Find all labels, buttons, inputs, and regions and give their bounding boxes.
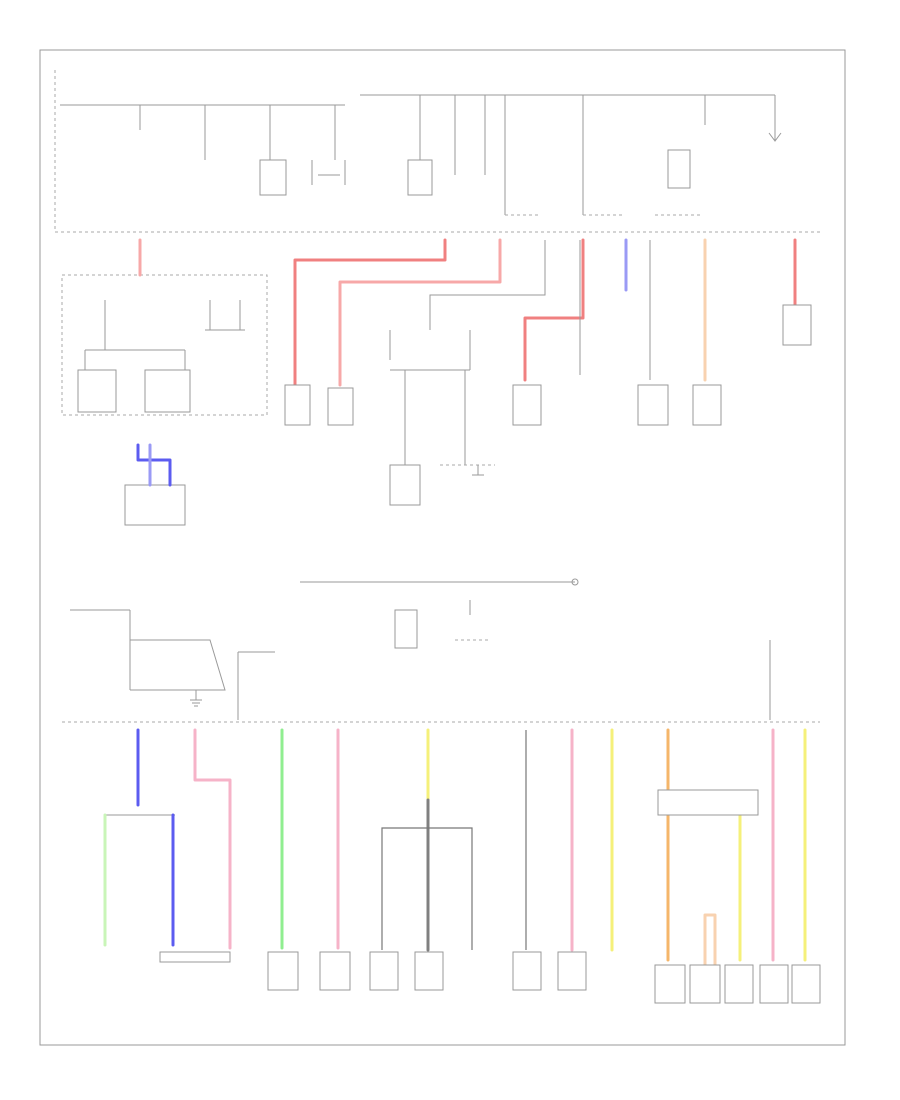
- component-box: [159, 951, 231, 963]
- wire-blue: [136, 443, 172, 487]
- relay-box: [667, 149, 691, 189]
- wire-red: [523, 238, 585, 382]
- component-box: [782, 304, 812, 346]
- component-box: [692, 384, 722, 426]
- component-box: [512, 951, 542, 991]
- lower-fuse-block: [62, 578, 820, 723]
- upper-components: [284, 304, 812, 506]
- component-box: [654, 964, 686, 1004]
- relay-box: [144, 369, 191, 413]
- component-box: [689, 964, 721, 1004]
- relay-box: [657, 789, 759, 816]
- component-box: [637, 384, 669, 426]
- wire-pink: [193, 728, 232, 950]
- upper-wires: [136, 238, 797, 487]
- lower-components: [159, 951, 821, 1004]
- relay-box: [124, 484, 186, 526]
- wire-red: [293, 238, 447, 387]
- component-box: [327, 387, 354, 426]
- diagram-frame: [39, 49, 846, 1046]
- wire-light-orange: [703, 913, 717, 967]
- headlight-relay-group: [61, 274, 268, 526]
- upper-fuse-block: [54, 70, 820, 233]
- component-box: [724, 964, 754, 1004]
- relay-box: [407, 159, 433, 196]
- component-box: [414, 951, 444, 991]
- component-box: [389, 464, 421, 506]
- component-box: [369, 951, 399, 991]
- lower-wires: [103, 728, 807, 967]
- component-box: [512, 384, 542, 426]
- ground-symbol: [190, 465, 484, 707]
- component-box: [267, 951, 299, 991]
- wire-light-red: [338, 238, 502, 387]
- upper-gray-routing: [389, 240, 651, 466]
- component-box: [557, 951, 587, 991]
- relay-box: [259, 159, 287, 196]
- component-box: [759, 964, 789, 1004]
- component-box: [319, 951, 351, 991]
- component-box: [791, 964, 821, 1004]
- relay-box: [77, 369, 117, 413]
- relay-box: [394, 609, 418, 649]
- component-box: [284, 384, 311, 426]
